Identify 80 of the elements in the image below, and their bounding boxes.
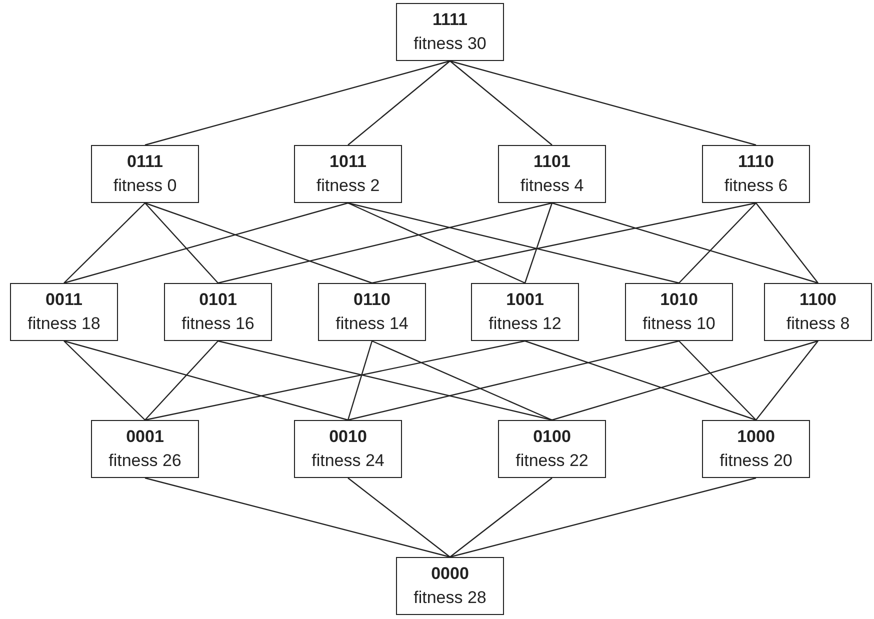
connector-line	[450, 477, 756, 558]
fitness-value: fitness 4	[520, 175, 584, 197]
fitness-value: fitness 22	[516, 450, 588, 472]
connector-line	[144, 477, 450, 558]
state-box	[91, 145, 199, 203]
fitness-value: fitness 20	[720, 450, 792, 472]
connector-line	[144, 340, 526, 421]
bit-string: 0110	[354, 289, 390, 311]
connector-line	[348, 60, 450, 146]
connector-line	[347, 340, 373, 420]
state-box	[625, 283, 733, 341]
connector-line	[64, 340, 146, 420]
fitness-value: fitness 24	[312, 450, 384, 472]
bit-string: 1111	[432, 9, 468, 31]
bit-string: 0001	[126, 426, 164, 448]
connector-line	[450, 60, 552, 146]
fitness-value: fitness 14	[336, 313, 408, 335]
bit-string: 1000	[737, 426, 775, 448]
connector-line	[524, 340, 756, 421]
connector-line	[64, 340, 348, 421]
fitness-value: fitness 6	[724, 175, 788, 197]
bit-string: 0100	[533, 426, 571, 448]
state-box	[396, 3, 504, 61]
connector-line	[218, 340, 552, 421]
bit-string: 0000	[431, 563, 469, 585]
fitness-value: fitness 16	[182, 313, 254, 335]
state-box	[164, 283, 272, 341]
fitness-value: fitness 12	[488, 313, 562, 335]
connector-line	[450, 60, 756, 146]
connector-line	[678, 340, 756, 420]
fitness-value: fitness 10	[642, 313, 716, 335]
state-box	[498, 145, 606, 203]
connector-line	[348, 478, 450, 558]
connector-line	[756, 202, 818, 284]
state-box	[498, 420, 606, 478]
connector-line	[144, 340, 218, 420]
fitness-value: fitness 18	[28, 313, 100, 335]
connector-line	[372, 202, 756, 284]
connector-line	[450, 478, 552, 558]
fitness-value: fitness 8	[786, 313, 850, 335]
bit-string: 0101	[199, 289, 237, 311]
connector-line	[756, 340, 818, 420]
bit-string: 0111	[127, 151, 163, 173]
bit-string: 1001	[506, 289, 544, 311]
fitness-value: fitness 26	[108, 450, 182, 472]
fitness-value: fitness 30	[414, 33, 486, 55]
connector-line	[144, 60, 450, 146]
state-box	[10, 283, 118, 341]
bit-string: 1110	[738, 151, 774, 173]
fitness-value: fitness 28	[414, 587, 486, 609]
connector-line	[218, 202, 552, 284]
connector-line	[552, 202, 818, 284]
connector-line	[552, 340, 818, 421]
state-box	[294, 145, 402, 203]
fitness-value: fitness 0	[113, 175, 177, 197]
state-box	[764, 283, 872, 341]
connector-line	[524, 202, 553, 284]
bit-string: 0010	[329, 426, 367, 448]
connector-line	[144, 202, 372, 284]
connector-line	[144, 202, 218, 284]
fitness-value: fitness 2	[316, 175, 380, 197]
state-box	[294, 420, 402, 478]
bit-string: 1011	[330, 151, 366, 173]
connector-line	[678, 202, 756, 284]
state-box	[471, 283, 579, 341]
connector-line	[348, 340, 680, 421]
bit-string: 0011	[46, 289, 82, 311]
connector-line	[348, 202, 526, 284]
bit-string: 1010	[660, 289, 698, 311]
state-box	[396, 557, 504, 615]
connector-line	[348, 202, 680, 284]
state-box	[91, 420, 199, 478]
bit-string: 1101	[534, 151, 570, 173]
bit-string: 1100	[800, 289, 836, 311]
state-box	[318, 283, 426, 341]
connector-line	[372, 340, 552, 421]
connector-line	[64, 202, 348, 284]
state-box	[702, 420, 810, 478]
connector-line	[64, 202, 146, 284]
state-box	[702, 145, 810, 203]
